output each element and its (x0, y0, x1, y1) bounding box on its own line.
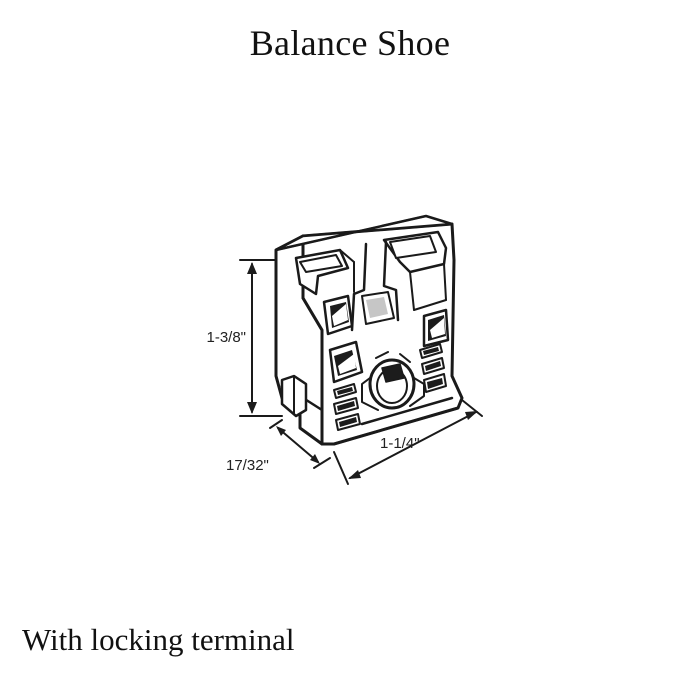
height-dimension: 1-3/8" (206, 259, 283, 417)
depth-dimension-label: 17/32" (226, 457, 269, 474)
depth-dimension: 17/32" (226, 419, 331, 474)
locking-terminal (361, 351, 425, 411)
diagram-caption: With locking terminal (22, 622, 295, 657)
balance-shoe-part (274, 214, 464, 446)
height-dimension-label: 1-3/8" (206, 329, 246, 346)
right-side-slots (419, 343, 447, 393)
width-dimension: 1-1/4" (333, 399, 483, 485)
diagram-title: Balance Shoe (249, 23, 451, 63)
left-side-slots (333, 383, 361, 431)
center-channel-notch (361, 291, 395, 325)
width-dimension-label: 1-1/4" (380, 435, 420, 452)
